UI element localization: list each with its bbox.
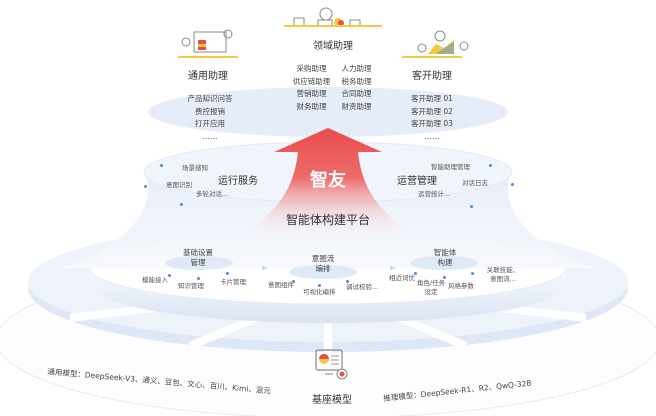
top-disc: [148, 87, 508, 137]
base-model-title: 基座模型: [312, 395, 352, 406]
agent-build-title: 智能体 构建: [433, 248, 457, 267]
build-item: 调试校验...: [346, 283, 379, 291]
build-item: 知识管理: [178, 282, 204, 290]
platform-title: 智能体构建平台: [285, 213, 370, 227]
node-dot: [489, 164, 492, 167]
build-item: 卡片管理: [220, 278, 246, 286]
list-item: 财资助理: [341, 101, 372, 111]
general-assistant-underline: [178, 56, 238, 58]
build-item: 意图组件: [268, 281, 294, 289]
node-dot: [180, 203, 183, 206]
list-item: 产品知识问答: [187, 94, 233, 103]
list-item: 打开应用: [195, 119, 225, 128]
node-dot: [511, 183, 514, 186]
customer-assistant-illustration-icon: [417, 30, 469, 54]
base-model-monitor-icon: [315, 349, 348, 380]
general-assistant-list: 产品知识问答 费控报销 打开应用 ……: [170, 93, 250, 143]
general-assistant-title: 通用助理: [188, 71, 228, 82]
domain-assistant-underline: [284, 25, 382, 27]
node-dot: [414, 272, 417, 275]
build-item: 模能接入: [142, 276, 168, 284]
node-dot: [443, 276, 446, 279]
build-item: 相近词优: [389, 274, 415, 282]
node-dot: [168, 274, 171, 277]
run-service-title: 运行服务: [218, 176, 258, 187]
list-item: ……: [202, 131, 218, 141]
domain-assistant-title: 领域助理: [313, 41, 353, 52]
list-item: 营销助理: [296, 89, 327, 98]
run-service-item: 多轮对话...: [196, 190, 229, 198]
customer-assistant-list: 客开助理 01 客开助理 02 客开助理 03 ……: [392, 93, 472, 143]
list-item: 费控报销: [195, 106, 225, 116]
basic-settings-title: 基础设置 管理: [183, 248, 213, 267]
node-dot: [292, 280, 295, 283]
arrow-up-icon: [236, 128, 420, 240]
build-item: 关联技能、 意图流...: [486, 266, 520, 283]
general-assistant-illustration-icon: [181, 29, 233, 53]
customer-assistant-title: 客开助理: [412, 71, 452, 82]
list-item: 采购助理: [296, 64, 327, 73]
node-dot: [318, 284, 321, 287]
ops-management-item: 智能助理管理: [431, 163, 470, 171]
ops-management-item: 运营统计...: [418, 190, 451, 198]
list-item: 人力助理: [341, 64, 372, 73]
node-dot: [470, 205, 473, 208]
list-item: 供应链助理: [292, 76, 331, 86]
run-service-item: 场景感知: [182, 164, 208, 172]
node-dot: [144, 185, 147, 188]
build-item: 角色/任务 设定: [416, 279, 446, 296]
customer-assistant-underline: [402, 56, 462, 58]
brand-title: 智友: [310, 170, 346, 191]
list-item: ……: [424, 131, 440, 141]
list-item: 客开助理 03: [411, 119, 453, 128]
node-dot: [346, 280, 349, 283]
node-dot: [160, 164, 163, 167]
build-item: 风格参数: [448, 282, 474, 290]
build-item: 可视化编排: [303, 288, 336, 296]
list-item: 客开助理 02: [411, 106, 453, 116]
intent-flow-title: 意图流 编排: [311, 254, 335, 273]
node-dot: [471, 272, 474, 275]
node-dot: [197, 277, 200, 280]
list-item: 客开助理 01: [411, 94, 453, 103]
ops-management-title: 运营管理: [397, 176, 437, 187]
list-item: 财务助理: [296, 101, 327, 111]
list-item: 合同助理: [341, 89, 372, 98]
ops-management-item: 对话日志: [462, 179, 488, 187]
list-item: 税务助理: [341, 76, 372, 86]
node-dot: [226, 272, 229, 275]
run-service-item: 意图识别: [166, 181, 192, 189]
domain-assistant-list: 采购助理 人力助理 供应链助理 税务助理 营销助理 合同助理 财务助理 财资助理: [289, 63, 379, 112]
